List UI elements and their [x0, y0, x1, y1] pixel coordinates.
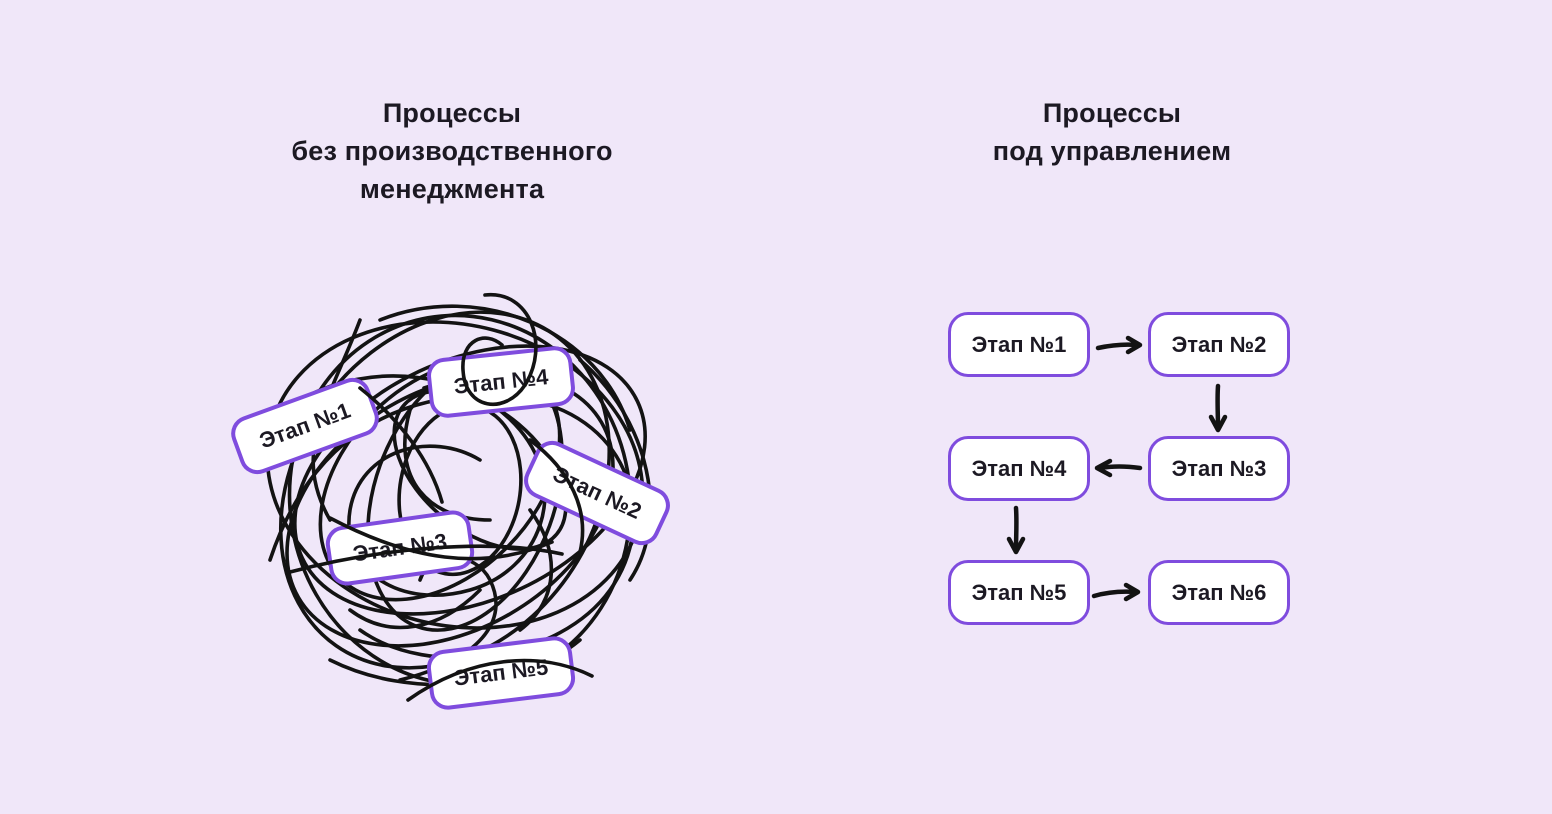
chaos-title-line: Процессы — [382, 98, 522, 128]
stage-tag-4: Этап №4 — [425, 344, 577, 420]
stage-tag-label: Этап №3 — [351, 528, 449, 567]
flow-box-label: Этап №6 — [1171, 579, 1267, 605]
stage-tag-3: Этап №3 — [323, 508, 477, 588]
stage-tag-5: Этап №5 — [424, 634, 578, 712]
flow-box-3: Этап №3 — [1148, 436, 1290, 501]
chaos-title-line: без производственного — [291, 136, 613, 166]
chaos-panel-title: Процессы без производственного менеджмен… — [192, 94, 712, 208]
flow-box-label: Этап №2 — [1171, 331, 1267, 357]
arrow-down-2-3-icon — [1208, 383, 1228, 433]
stage-tag-label: Этап №2 — [548, 461, 646, 524]
stage-tag-2: Этап №2 — [518, 434, 676, 552]
flow-box-5: Этап №5 — [948, 560, 1090, 625]
arrow-right-5-6-icon — [1091, 582, 1141, 602]
flow-box-2: Этап №2 — [1148, 312, 1290, 377]
stage-tag-1: Этап №1 — [226, 372, 384, 480]
stage-tag-label: Этап №1 — [255, 397, 354, 454]
stage-tag-label: Этап №4 — [452, 364, 550, 399]
managed-panel-title: Процессы под управлением — [892, 94, 1332, 170]
managed-title-line: Процессы — [1042, 98, 1182, 128]
chaos-title-line: менеджмента — [359, 174, 545, 204]
flow-box-label: Этап №1 — [971, 331, 1067, 357]
flow-box-label: Этап №3 — [1171, 455, 1267, 481]
flow-box-1: Этап №1 — [948, 312, 1090, 377]
managed-title-line: под управлением — [992, 136, 1232, 166]
arrow-left-3-4-icon — [1094, 458, 1143, 478]
arrow-right-1-2-icon — [1095, 335, 1143, 355]
flow-box-4: Этап №4 — [948, 436, 1090, 501]
flow-box-label: Этап №5 — [971, 579, 1067, 605]
flow-box-6: Этап №6 — [1148, 560, 1290, 625]
flow-box-label: Этап №4 — [971, 455, 1067, 481]
arrow-down-4-5-icon — [1006, 505, 1026, 555]
stage-tag-label: Этап №5 — [452, 654, 550, 691]
